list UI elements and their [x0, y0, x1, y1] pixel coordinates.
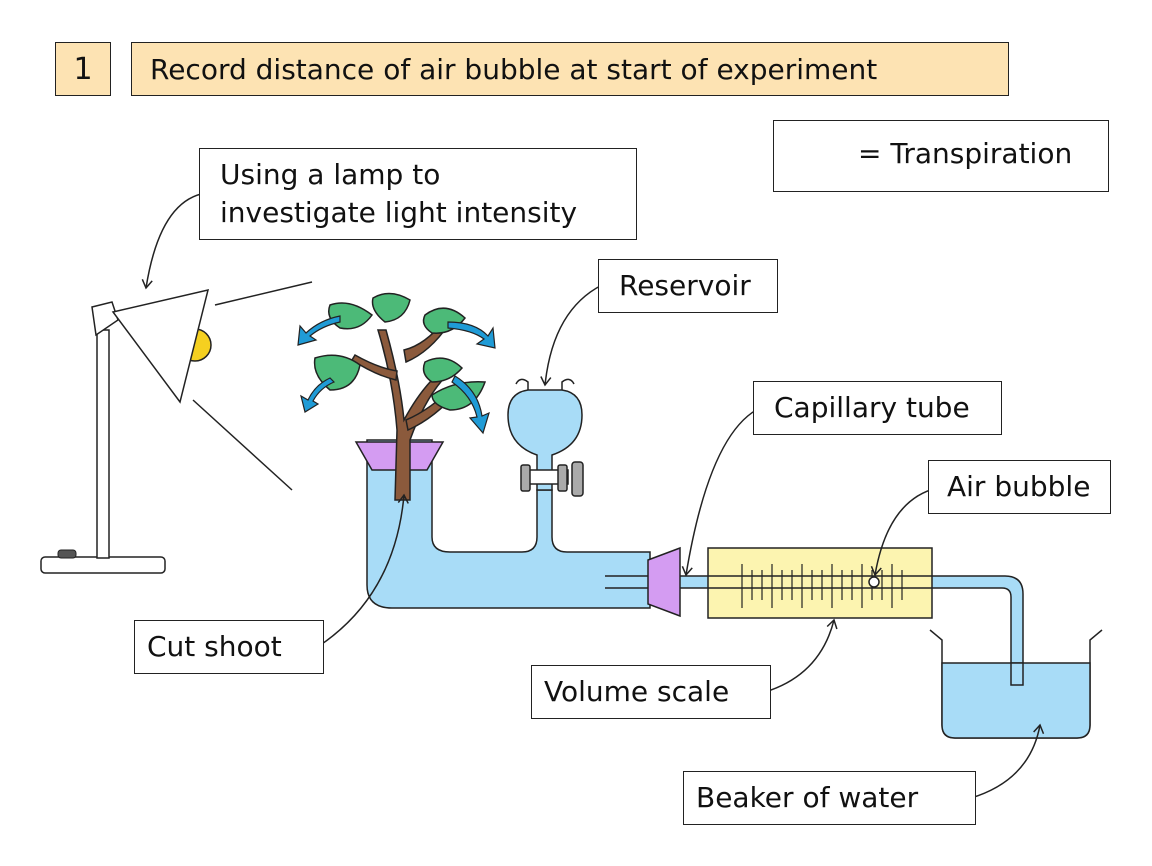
capillary-bung	[647, 546, 681, 618]
lamp-joint	[91, 301, 119, 337]
label-reservoir-text: Reservoir	[619, 269, 751, 303]
leaves	[313, 292, 487, 411]
potometer	[354, 378, 1103, 739]
label-cut-shoot-text: Cut shoot	[147, 630, 282, 664]
legend: = Transpiration	[773, 120, 1109, 192]
label-lamp-line2: investigate light intensity	[220, 196, 578, 229]
label-cut-shoot: Cut shoot	[134, 620, 324, 674]
lamp	[40, 281, 313, 574]
lamp-switch	[57, 549, 77, 559]
pointer-lines	[141, 192, 1045, 799]
legend-label: = Transpiration	[858, 137, 1073, 170]
cut-shoot	[297, 292, 496, 501]
lamp-base	[40, 556, 166, 574]
label-capillary-tube-text: Capillary tube	[774, 391, 970, 425]
light-ray-top	[214, 281, 313, 306]
step-title: Record distance of air bubble at start o…	[131, 42, 1009, 96]
label-capillary-tube: Capillary tube	[753, 381, 1002, 435]
label-volume-scale: Volume scale	[531, 665, 771, 719]
lamp-shade	[111, 288, 210, 404]
light-ray-bottom	[192, 399, 293, 491]
label-lamp: Using a lamp to investigate light intens…	[199, 148, 637, 240]
label-reservoir: Reservoir	[598, 259, 778, 313]
label-beaker: Beaker of water	[683, 771, 976, 825]
tap	[520, 461, 584, 497]
label-volume-scale-text: Volume scale	[544, 675, 730, 709]
step-number: 1	[55, 42, 111, 96]
step-title-text: Record distance of air bubble at start o…	[150, 52, 878, 86]
volume-scale	[707, 547, 933, 619]
label-air-bubble: Air bubble	[928, 460, 1111, 514]
label-air-bubble-text: Air bubble	[947, 470, 1091, 504]
beaker-water	[941, 662, 1091, 739]
label-lamp-line1: Using a lamp to	[220, 158, 441, 192]
step-number-text: 1	[73, 51, 93, 87]
transpiration-arrows	[297, 315, 496, 435]
lamp-stand	[96, 329, 110, 559]
label-beaker-text: Beaker of water	[696, 781, 919, 815]
air-bubble	[868, 576, 880, 588]
